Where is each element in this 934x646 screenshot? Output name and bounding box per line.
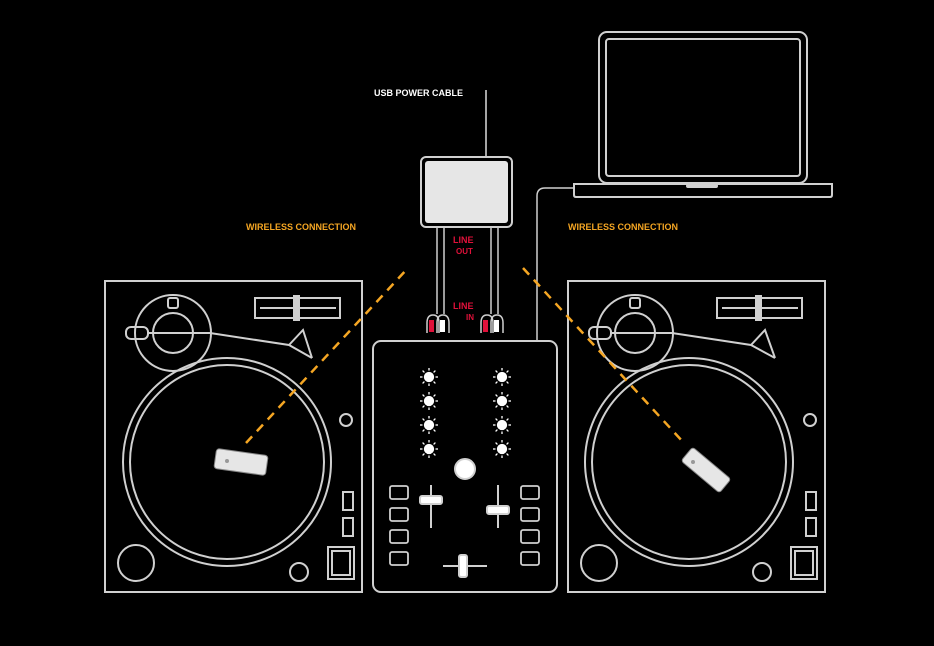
line-out-label-line: LINE <box>453 235 474 245</box>
right-wireless-link <box>522 267 685 444</box>
right-wireless-puck <box>681 447 731 493</box>
rca-plugs <box>426 314 504 333</box>
knob-left-4 <box>420 440 438 458</box>
line-in-label-in: IN <box>466 313 474 322</box>
laptop-icon <box>573 31 833 198</box>
usb-power-cable-label: USB POWER CABLE <box>374 88 463 98</box>
left-wireless-puck <box>213 448 269 476</box>
knob-left-2 <box>420 392 438 410</box>
wireless-receiver <box>420 156 513 228</box>
right-turntable <box>567 280 826 593</box>
knob-right-1 <box>493 368 511 386</box>
knob-right-3 <box>493 416 511 434</box>
mixer-faders <box>419 485 510 578</box>
laptop-cable <box>536 187 574 342</box>
left-wireless-link <box>245 267 409 444</box>
left-turntable <box>104 280 363 593</box>
knob-right-4 <box>493 440 511 458</box>
line-in-label-line: LINE <box>453 301 474 311</box>
mixer-pads <box>389 485 540 566</box>
line-out-label-out: OUT <box>456 247 473 256</box>
knob-right-2 <box>493 392 511 410</box>
knob-left-1 <box>420 368 438 386</box>
right-wireless-label: WIRELESS CONNECTION <box>568 222 678 232</box>
knob-left-3 <box>420 416 438 434</box>
mixer-center-button <box>454 458 476 480</box>
line-cables <box>436 227 499 314</box>
mixer-knobs <box>420 368 511 458</box>
mixer <box>372 340 558 593</box>
left-wireless-label: WIRELESS CONNECTION <box>246 222 356 232</box>
